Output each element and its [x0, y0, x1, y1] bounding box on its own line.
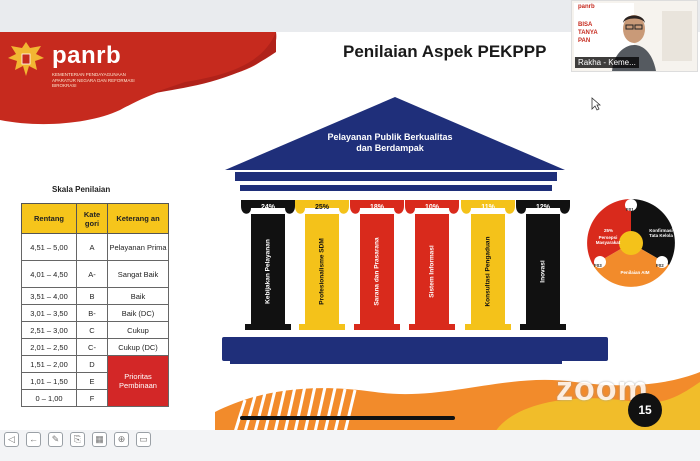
pen-tool-icon[interactable]: ✎ — [48, 432, 63, 447]
slide-title: Penilaian Aspek PEKPPP — [343, 42, 547, 61]
pillar-pct-2: 25% — [314, 204, 329, 211]
copy-icon[interactable]: ⎘ — [70, 432, 85, 447]
slide-tools: ◁ ← ✎ ⎘ ▦ ⊕ ▭ — [4, 432, 151, 447]
pie-label-aim: Penilaian AIM — [620, 270, 650, 275]
pillar-label-5: Konsultasi Pengaduan — [484, 236, 492, 307]
pillar-2 — [295, 200, 349, 330]
cell-range: 3,01 – 3,50 — [21, 304, 77, 322]
pointer-tool-icon[interactable]: ◁ — [4, 432, 19, 447]
roof-title: Pelayanan Publik Berkualitas dan Berdamp… — [250, 132, 530, 154]
participant-video[interactable]: panrb BISA TANYA PAN Rakha - Keme... — [571, 0, 698, 72]
slide: panrb KEMENTERIAN PENDAYAGUNAAN APARATUR… — [0, 32, 700, 430]
previous-slide-icon[interactable]: ← — [26, 432, 41, 447]
aspect-pie-chart — [587, 199, 675, 287]
cell-grade: D — [76, 355, 108, 373]
pillar-pct-5: 11% — [481, 204, 495, 211]
cell-range: 2,51 – 3,00 — [21, 321, 77, 339]
cell-note: Baik — [107, 287, 169, 305]
pillar-pct-6: 12% — [535, 204, 550, 211]
pie-segment-f03: F03 — [594, 263, 602, 268]
pillar-5 — [461, 200, 515, 330]
cell-grade: A — [76, 233, 108, 261]
cell-range: 4,51 – 5,00 — [21, 233, 77, 261]
cell-grade: C- — [76, 338, 108, 356]
pillar-6 — [516, 200, 570, 330]
pillar-4 — [405, 200, 459, 330]
pillar-pct-1: 24% — [260, 204, 275, 211]
cell-range: 2,01 – 2,50 — [21, 338, 77, 356]
cell-grade: A- — [76, 260, 108, 288]
brand-blob — [0, 32, 277, 125]
cell-grade: C — [76, 321, 108, 339]
base-text: Tata Kelola Pelayanan Publik di Indonesi… — [330, 369, 500, 379]
pillar-pct-4: 10% — [424, 204, 439, 211]
roof-line-2: dan Berdampak — [356, 143, 424, 153]
video-logo: panrb — [578, 4, 595, 10]
cell-note: Baik (DC) — [107, 304, 169, 322]
bottom-toolbar: ◁ ← ✎ ⎘ ▦ ⊕ ▭ — [0, 430, 700, 461]
cell-range: 1,01 – 1,50 — [21, 372, 77, 390]
pie-label-persepsi: Persepsi Masyarakat — [595, 235, 621, 245]
grid-view-icon[interactable]: ▦ — [92, 432, 107, 447]
brand-name: panrb — [52, 42, 122, 69]
header-kategori: Kate gori — [76, 203, 108, 234]
cell-grade: B — [76, 287, 108, 305]
zoom-in-icon[interactable]: ⊕ — [114, 432, 129, 447]
garuda-icon — [8, 42, 44, 76]
cell-grade: B- — [76, 304, 108, 322]
pillar-label-3: Sarana dan Prasarana — [373, 237, 381, 306]
cell-range: 3,51 – 4,00 — [21, 287, 77, 305]
pillar-1 — [241, 200, 295, 330]
pillar-pct-3: 18% — [369, 204, 384, 211]
cell-note-prioritas: Prioritas Pembinaan — [107, 355, 169, 407]
video-banner: BISA TANYA PAN — [578, 22, 598, 44]
video-icon[interactable]: ▭ — [136, 432, 151, 447]
mouse-cursor-icon — [591, 97, 601, 111]
pie-label-konfirmasi: Konfirmasi Tata Kelola — [649, 228, 673, 238]
scale-table: Rentang Kate gori Keterang an 4,51 – 5,0… — [21, 203, 169, 407]
pie-pct-75: 75% — [626, 290, 636, 295]
participant-name: Rakha - Keme... — [575, 57, 639, 68]
cell-range: 0 – 1,00 — [21, 389, 77, 407]
header-keterangan: Keterang an — [107, 203, 169, 234]
pie-segment-f01: F01 — [626, 207, 634, 212]
brand-subtitle: KEMENTERIAN PENDAYAGUNAAN APARATUR NEGAR… — [52, 72, 135, 88]
cell-note: Cukup (DC) — [107, 338, 169, 356]
temple-base — [222, 337, 608, 361]
pie-segment-f02: F02 — [656, 263, 664, 268]
pillar-label-6: Inovasi — [539, 260, 547, 283]
cell-range: 1,51 – 2,00 — [21, 355, 77, 373]
cell-grade: F — [76, 389, 108, 407]
scale-title: Skala Penilaian — [52, 185, 111, 194]
pillar-label-2: Profesionalisme SDM — [318, 238, 326, 305]
bottom-decoration — [215, 372, 700, 430]
cell-note: Pelayanan Prima — [107, 233, 169, 261]
pie-pct-25: 25% — [604, 228, 614, 233]
cell-grade: E — [76, 372, 108, 390]
pillar-label-4: Sistem Informasi — [428, 245, 436, 298]
playback-scrubber[interactable] — [240, 416, 455, 420]
pillar-label-1: Kebijakan Pelayanan — [264, 239, 272, 304]
page-number: 15 — [628, 393, 662, 427]
cell-range: 4,01 – 4,50 — [21, 260, 77, 288]
pillar-3 — [350, 200, 404, 330]
header-rentang: Rentang — [21, 203, 77, 234]
cell-note: Cukup — [107, 321, 169, 339]
cell-note: Sangat Baik — [107, 260, 169, 288]
roof-line-1: Pelayanan Publik Berkualitas — [327, 132, 453, 142]
